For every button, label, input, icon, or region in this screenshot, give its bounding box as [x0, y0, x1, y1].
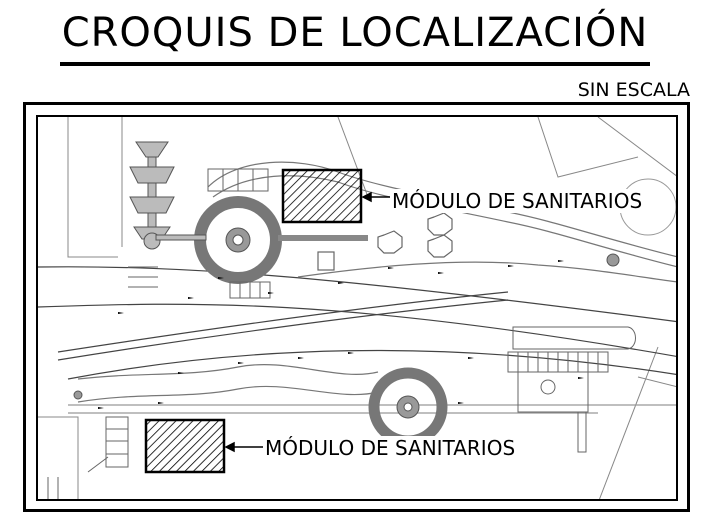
lower-plaza	[368, 367, 448, 447]
kiosks	[317, 212, 453, 271]
upper-plaza	[194, 196, 282, 284]
lot-line	[597, 117, 676, 177]
lot-line	[599, 346, 659, 499]
tree-markers	[98, 260, 584, 409]
drawing-border-outer	[23, 102, 690, 512]
park-path	[77, 385, 379, 403]
lower-buildings	[507, 326, 636, 453]
lot-line	[67, 117, 118, 258]
roundabout	[73, 390, 83, 400]
label-sanitary-module-top: MÓDULO DE SANITARIOS	[390, 189, 645, 213]
lot-line	[337, 117, 369, 198]
lower-parking	[47, 416, 129, 499]
title-underline	[60, 62, 650, 66]
walkway	[278, 235, 368, 241]
roundabout	[606, 253, 620, 267]
park-path	[77, 364, 379, 380]
garden-structure	[129, 141, 207, 250]
site-plan-drawing	[38, 117, 676, 499]
sanitary-module-upper	[281, 168, 363, 224]
lot-line	[537, 117, 639, 178]
road-median	[57, 299, 509, 361]
scale-note: SIN ESCALA	[577, 79, 690, 101]
parking-rows	[128, 168, 271, 299]
road-edge	[38, 266, 676, 323]
arrowhead-bottom	[224, 441, 235, 453]
road-edge	[67, 349, 676, 380]
lot-line	[637, 376, 676, 388]
arrowhead-top	[361, 191, 372, 203]
page-title: CROQUIS DE LOCALIZACIÓN	[61, 10, 649, 56]
lot-line	[38, 416, 79, 499]
road-edge	[38, 303, 676, 357]
park-path	[297, 261, 676, 283]
label-sanitary-module-bottom: MÓDULO DE SANITARIOS	[263, 436, 518, 460]
sanitary-module-lower	[144, 418, 226, 474]
road-median	[57, 291, 509, 353]
